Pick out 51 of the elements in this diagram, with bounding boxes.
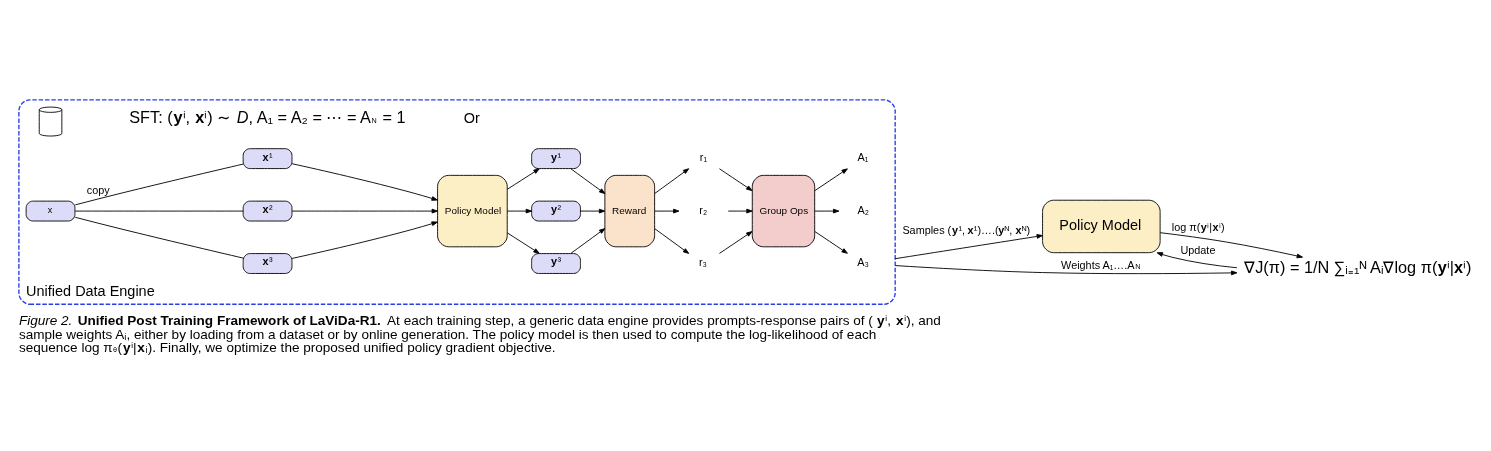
node-text: r₃ bbox=[698, 255, 707, 268]
arrow bbox=[506, 231, 540, 254]
connector bbox=[74, 216, 244, 258]
node-text: ∇J(π) = 1/N ∑ᵢ₌₁ᴺ Aᵢ∇log π(yⁱ|xⁱ) bbox=[1244, 257, 1472, 276]
node-text: A₃ bbox=[857, 255, 869, 268]
arrow bbox=[727, 208, 753, 213]
edge-label: copy bbox=[86, 183, 110, 196]
connector bbox=[74, 210, 244, 212]
caption: Figure 2. Unified Post Training Framework of LaViDa-R1. At each training step, a generic data engine provides prompts-response pairs of (yⁱ, xⁱ), and sample weights Aᵢ, either by loading from a dataset or by online generation. The policy model is then used to compute the log-likelihood of each sequence log πθ(yⁱ|xᵢ). Finally, we optimize the proposed unified policy gradient objective. bbox=[18, 312, 941, 355]
node-box: x³ bbox=[242, 252, 293, 274]
node-text: r₁ bbox=[699, 150, 708, 163]
edge-label: Weights A₁….AN bbox=[1061, 258, 1141, 271]
node-box: Policy Model bbox=[437, 174, 508, 247]
node-box: Reward bbox=[604, 174, 656, 247]
arrow bbox=[654, 227, 690, 254]
node-box: y² bbox=[531, 200, 581, 221]
arrow bbox=[580, 208, 606, 213]
arrow bbox=[894, 233, 1043, 259]
node-box: y¹ bbox=[531, 147, 581, 169]
node-box: Group Ops bbox=[751, 174, 816, 247]
edge-label: log π(yⁱ|xⁱ) bbox=[1171, 220, 1225, 233]
edge-label: Update bbox=[1180, 243, 1216, 256]
node-box: y³ bbox=[531, 252, 581, 274]
node-text: SFT: (yⁱ, xⁱ) ∼ D, A₁ = A₂ = ⋯ = AN = 1 bbox=[129, 107, 406, 126]
arrow bbox=[719, 230, 753, 254]
arrow bbox=[719, 167, 753, 191]
arrow bbox=[570, 167, 606, 194]
arrow bbox=[654, 167, 690, 194]
edge-label: Samples (y¹, x¹)….(yᴺ, xᴺ) bbox=[902, 223, 1031, 236]
arrow bbox=[1159, 231, 1303, 258]
node-box: Policy Model bbox=[1042, 199, 1161, 253]
node-box: x bbox=[25, 200, 76, 221]
label: Or bbox=[463, 109, 480, 126]
node-text: r₂ bbox=[699, 203, 708, 216]
arrow bbox=[814, 208, 840, 213]
arrow bbox=[291, 220, 438, 259]
arrow bbox=[570, 227, 606, 254]
arrow bbox=[654, 208, 680, 213]
arrow bbox=[814, 230, 848, 254]
arrow bbox=[1156, 251, 1238, 268]
arrow bbox=[506, 208, 533, 213]
node-box: x² bbox=[242, 200, 293, 221]
arrow bbox=[506, 167, 540, 190]
node-text: A₁ bbox=[857, 150, 869, 163]
arrow bbox=[894, 264, 1238, 275]
arrow bbox=[291, 208, 438, 213]
node-text: A₂ bbox=[857, 203, 870, 216]
arrow bbox=[814, 167, 848, 191]
connector bbox=[74, 163, 244, 205]
node-box: x¹ bbox=[242, 147, 293, 169]
arrow bbox=[291, 162, 438, 201]
